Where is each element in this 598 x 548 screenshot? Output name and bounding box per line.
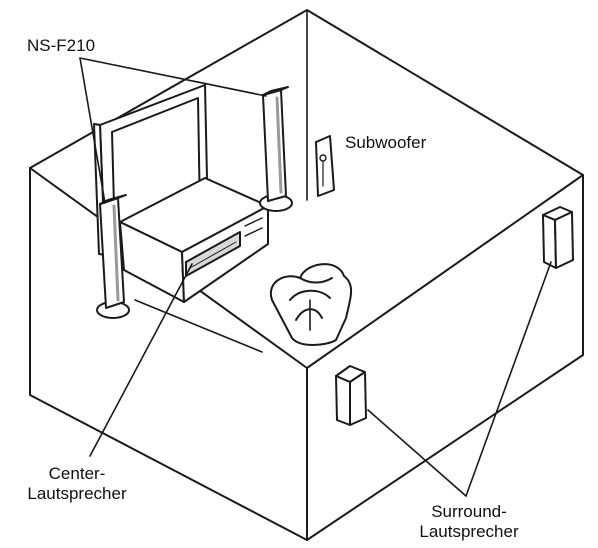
subwoofer-label: Subwoofer (345, 133, 427, 152)
center-label-line2: Lautsprecher (27, 484, 127, 503)
surround-speaker-label: Surround- Lautsprecher (404, 502, 534, 542)
front-speaker-label: NS-F210 (27, 36, 96, 55)
callout-lines (79, 57, 552, 497)
room-walls (29, 9, 584, 541)
center-speaker-label: Center- Lautsprecher (12, 464, 142, 504)
subwoofer-icon (315, 135, 335, 197)
front-speaker-left-icon (96, 194, 130, 319)
front-speaker-right-icon (259, 86, 293, 212)
surround-label-line2: Lautsprecher (419, 522, 519, 541)
armchair-icon (269, 263, 352, 346)
surround-label-line1: Surround- (431, 502, 507, 521)
surround-speaker-right-icon (542, 206, 574, 269)
center-label-line1: Center- (48, 464, 106, 483)
av-receiver-icon (119, 177, 269, 303)
surround-speaker-left-icon (335, 365, 367, 426)
